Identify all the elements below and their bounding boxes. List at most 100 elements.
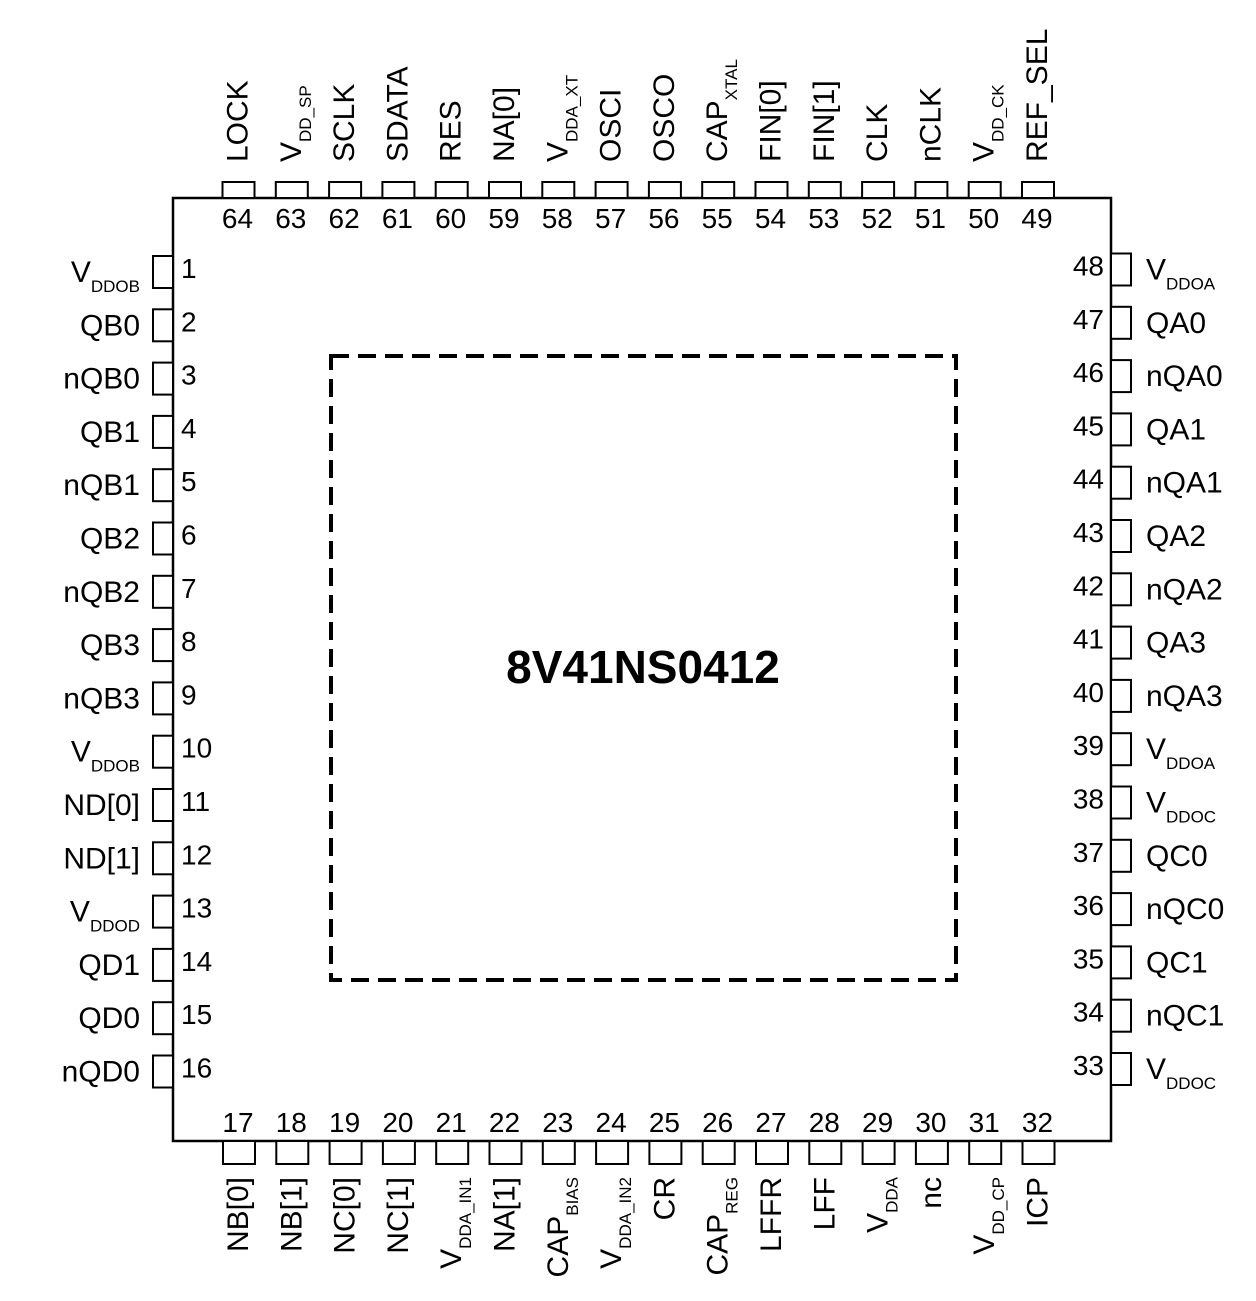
pin-label: OSCO	[648, 74, 681, 162]
pin-number: 18	[276, 1107, 307, 1138]
pin-pad	[1110, 785, 1132, 820]
pin-label: QC1	[1146, 946, 1208, 979]
pin-pad	[1110, 1052, 1132, 1086]
pin-name-subscript: DD_CP	[989, 1177, 1008, 1235]
pin-name: LFF	[808, 1177, 841, 1230]
pin-name: CAP	[702, 1214, 735, 1276]
exposed-pad-outline	[329, 354, 958, 982]
pin-pad	[808, 1140, 843, 1165]
pin-pad	[914, 181, 949, 199]
pin-number: 36	[1073, 890, 1104, 921]
pin-number: 42	[1073, 570, 1104, 601]
pin-name-subscript: XTAL	[722, 59, 741, 100]
pin-pad	[152, 947, 174, 982]
pin-name: V	[275, 142, 308, 162]
pin-number: 21	[436, 1107, 467, 1138]
pin-name: nQA2	[1146, 573, 1223, 606]
pin-name: V	[1146, 254, 1166, 287]
pin-pad	[328, 1140, 363, 1165]
pin-label: QA1	[1146, 413, 1206, 446]
pin-name: nQB0	[63, 363, 140, 396]
pin-name: QB1	[80, 416, 140, 449]
pin-number: 56	[648, 203, 679, 234]
pin-name: QA0	[1146, 307, 1206, 340]
pin-number: 39	[1073, 730, 1104, 761]
pin-name: NA[0]	[488, 87, 521, 162]
pin-number: 44	[1073, 464, 1104, 495]
pin-pad	[1110, 465, 1132, 500]
pin-name: QA3	[1146, 627, 1206, 660]
pin-name: NB[1]	[275, 1177, 308, 1252]
pin-name-subscript: DDOC	[1166, 1074, 1216, 1093]
pin-label: VDD_SP	[275, 85, 315, 162]
pin-number: 50	[968, 203, 999, 234]
pin-pad	[1021, 1140, 1056, 1165]
pin-pad	[152, 255, 174, 289]
pin-number: 30	[915, 1107, 946, 1138]
pin-pad	[152, 361, 174, 396]
pin-label: nQA1	[1146, 467, 1223, 500]
pin-pad	[152, 468, 174, 503]
pin-pad	[488, 181, 522, 199]
pin-pad	[152, 681, 174, 716]
pin-label: nQB0	[63, 363, 140, 396]
pin-number: 41	[1073, 624, 1104, 655]
pin-label: NA[0]	[488, 87, 521, 162]
pin-number: 51	[915, 203, 946, 234]
pin-number: 40	[1073, 677, 1104, 708]
pin-name: nc	[915, 1177, 948, 1209]
pin-name: LOCK	[222, 80, 255, 162]
pin-name: nQD0	[62, 1056, 140, 1089]
pin-label: nQA3	[1146, 680, 1223, 713]
pin-number: 20	[382, 1107, 413, 1138]
pin-label: NB[1]	[275, 1177, 308, 1252]
pin-pad	[328, 181, 363, 199]
pin-pad	[1110, 519, 1132, 553]
pin-pad	[967, 181, 1002, 199]
pin-label: ND[0]	[63, 789, 140, 822]
pin-name: QD0	[78, 1002, 140, 1035]
pin-name: V	[595, 1249, 628, 1269]
pin-name: QC1	[1146, 946, 1208, 979]
pin-name-subscript: DD_SP	[295, 85, 314, 142]
pin-number: 46	[1073, 357, 1104, 388]
pin-name: FIN[1]	[808, 80, 841, 162]
pin-56-osco: 56 OSCO	[647, 74, 682, 234]
pin-label: REF_SEL	[1021, 29, 1054, 162]
pin-number: 37	[1073, 837, 1104, 868]
pin-number: 22	[489, 1107, 520, 1138]
pin-label: QA2	[1146, 520, 1206, 553]
pin-name-subscript: BIAS	[562, 1177, 581, 1216]
pin-44-nqa1: 44 nQA1	[1073, 464, 1223, 500]
pin-pad	[755, 1140, 789, 1165]
pin-label: NC[0]	[329, 1177, 362, 1254]
pin-label: QC0	[1146, 840, 1208, 873]
pin-label: QB1	[80, 416, 140, 449]
pin-label: VDD_CP	[968, 1177, 1008, 1255]
pin-name: V	[435, 1249, 468, 1269]
pin-name: FIN[0]	[755, 80, 788, 162]
